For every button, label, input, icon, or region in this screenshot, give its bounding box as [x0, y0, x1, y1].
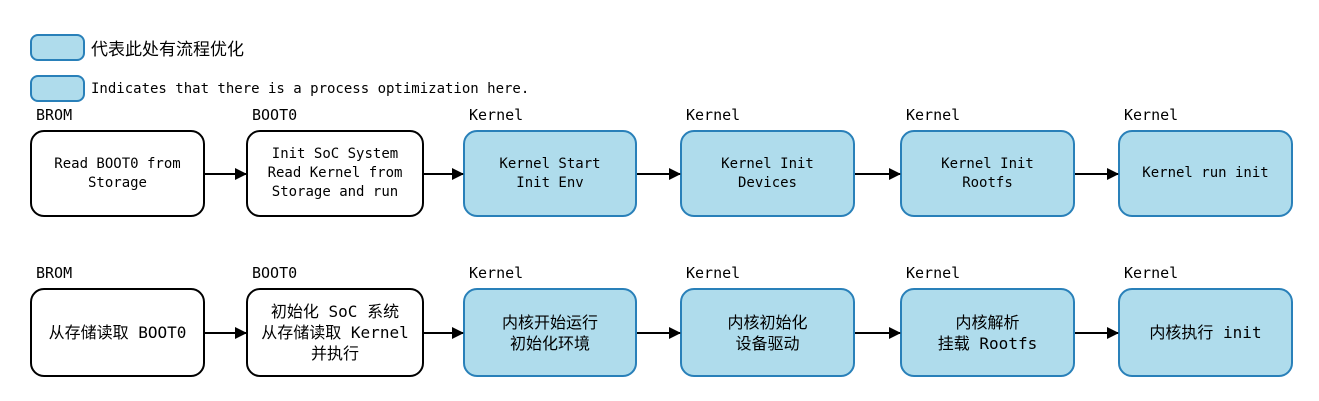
- flow-box-optimized: 内核初始化 设备驱动: [680, 288, 855, 377]
- flow-node-boot0-zh: BOOT0 初始化 SoC 系统 从存储读取 Kernel 并执行: [246, 264, 424, 377]
- flow-arrow: [1075, 168, 1119, 180]
- flow-box-optimized: Kernel Start Init Env: [463, 130, 637, 217]
- flow-box-text: Read BOOT0 from Storage: [54, 155, 181, 191]
- flow-box-text: 内核执行 init: [1149, 323, 1262, 342]
- flow-arrow: [424, 168, 464, 180]
- flow-box-text: Kernel Init Devices: [721, 155, 814, 191]
- flow-arrow: [637, 327, 681, 339]
- flow-box-optimized: 内核解析 挂载 Rootfs: [900, 288, 1075, 377]
- flow-box-optimized: Kernel Init Devices: [680, 130, 855, 217]
- node-label: BROM: [36, 264, 73, 282]
- legend-optimized-swatch: [30, 34, 85, 61]
- flow-box-text: 内核初始化 设备驱动: [727, 312, 808, 353]
- node-label: Kernel: [469, 106, 524, 124]
- flow-node-kernel-start-en: Kernel Kernel Start Init Env: [463, 106, 637, 217]
- flow-arrow: [1075, 327, 1119, 339]
- flow-node-brom-en: BROM Read BOOT0 from Storage: [30, 106, 205, 217]
- node-label: BOOT0: [252, 106, 298, 124]
- node-label: BOOT0: [252, 264, 298, 282]
- flow-box-optimized: 内核执行 init: [1118, 288, 1293, 377]
- flow-node-kernel-devices-zh: Kernel 内核初始化 设备驱动: [680, 264, 855, 377]
- node-label: Kernel: [1124, 106, 1179, 124]
- flow-box-text: Kernel Init Rootfs: [941, 155, 1034, 191]
- flow-arrow: [637, 168, 681, 180]
- node-label: Kernel: [469, 264, 524, 282]
- flow-box-plain: Read BOOT0 from Storage: [30, 130, 205, 217]
- flow-box-text: Kernel run init: [1142, 165, 1269, 181]
- legend-optimized-swatch: [30, 75, 85, 102]
- flow-node-kernel-start-zh: Kernel 内核开始运行 初始化环境: [463, 264, 637, 377]
- flow-box-text: 初始化 SoC 系统 从存储读取 Kernel 并执行: [261, 302, 409, 363]
- node-label: Kernel: [686, 106, 741, 124]
- flow-node-kernel-init-zh: Kernel 内核执行 init: [1118, 264, 1293, 377]
- flow-box-optimized: 内核开始运行 初始化环境: [463, 288, 637, 377]
- flow-box-text: 内核解析 挂载 Rootfs: [937, 312, 1038, 353]
- flow-arrow: [424, 327, 464, 339]
- flow-node-kernel-rootfs-zh: Kernel 内核解析 挂载 Rootfs: [900, 264, 1075, 377]
- flow-box-optimized: Kernel run init: [1118, 130, 1293, 217]
- legend-label-en: Indicates that there is a process optimi…: [91, 80, 530, 97]
- node-label: Kernel: [906, 106, 961, 124]
- flow-box-plain: 初始化 SoC 系统 从存储读取 Kernel 并执行: [246, 288, 424, 377]
- legend-item-en: Indicates that there is a process optimi…: [30, 75, 529, 102]
- flow-arrow: [855, 168, 901, 180]
- flow-box-text: Kernel Start Init Env: [499, 155, 601, 191]
- flow-box-text: 从存储读取 BOOT0: [48, 323, 187, 342]
- flow-box-text: Init SoC System Read Kernel from Storage…: [267, 146, 403, 200]
- legend-label-zh: 代表此处有流程优化: [91, 40, 244, 60]
- flow-box-plain: 从存储读取 BOOT0: [30, 288, 205, 377]
- flow-box-plain: Init SoC System Read Kernel from Storage…: [246, 130, 424, 217]
- node-label: BROM: [36, 106, 73, 124]
- flow-box-text: 内核开始运行 初始化环境: [501, 312, 598, 353]
- flow-node-kernel-init-en: Kernel Kernel run init: [1118, 106, 1293, 217]
- flow-arrow: [205, 168, 247, 180]
- legend-item-zh: 代表此处有流程优化: [30, 34, 244, 61]
- flow-box-optimized: Kernel Init Rootfs: [900, 130, 1075, 217]
- node-label: Kernel: [1124, 264, 1179, 282]
- node-label: Kernel: [686, 264, 741, 282]
- flow-arrow: [855, 327, 901, 339]
- flow-node-brom-zh: BROM 从存储读取 BOOT0: [30, 264, 205, 377]
- node-label: Kernel: [906, 264, 961, 282]
- flow-node-boot0-en: BOOT0 Init SoC System Read Kernel from S…: [246, 106, 424, 217]
- flow-node-kernel-rootfs-en: Kernel Kernel Init Rootfs: [900, 106, 1075, 217]
- flow-arrow: [205, 327, 247, 339]
- flow-node-kernel-devices-en: Kernel Kernel Init Devices: [680, 106, 855, 217]
